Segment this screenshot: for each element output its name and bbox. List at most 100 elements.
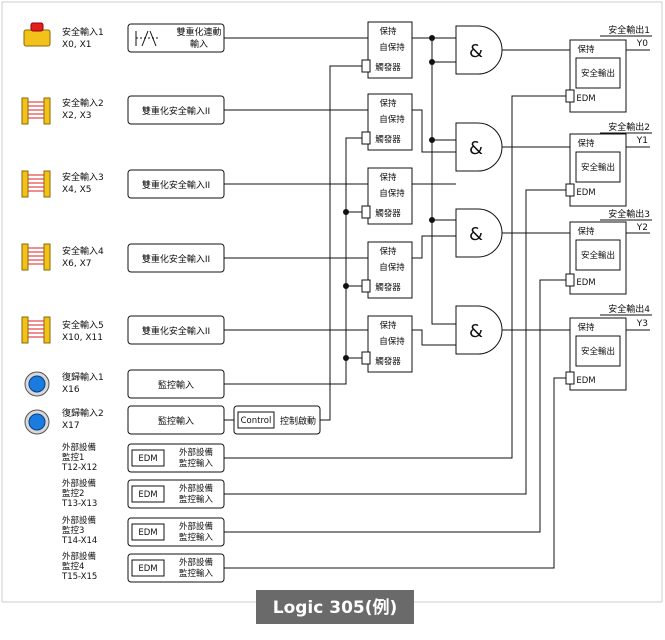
svg-text:EDM: EDM (138, 528, 157, 538)
estop-contact-icon (135, 30, 160, 47)
svg-text:自保持: 自保持 (379, 114, 405, 125)
input-name: 安全輸入4 (62, 245, 104, 257)
emergency-stop-icon (23, 22, 51, 47)
input-name: 安全輸入5 (62, 319, 104, 331)
edm-label-line: 外部設備 (62, 478, 97, 489)
edm-label-line: 監控2 (62, 488, 84, 499)
and-gate: & (455, 25, 503, 75)
and-gate: & (455, 208, 503, 258)
edm-label-line: T15-X15 (61, 572, 97, 582)
light-curtain-icon (21, 97, 51, 125)
reset-button-icon (24, 409, 50, 435)
and-gate: & (455, 122, 503, 172)
output-name: 安全輸出3 (608, 208, 650, 220)
svg-text:外部設備: 外部設備 (179, 483, 214, 494)
svg-text:&: & (469, 138, 483, 159)
edm-label-line: 外部設備 (62, 515, 97, 526)
svg-text:外部設備: 外部設備 (179, 557, 214, 568)
latch-block: 保持 自保持 觸發器 (361, 93, 413, 151)
svg-text:安全輸出: 安全輸出 (581, 68, 615, 79)
latch-block: 保持 自保持 觸發器 (361, 241, 413, 299)
svg-text:保持: 保持 (379, 26, 397, 37)
wires (224, 35, 652, 569)
edm-label-line: T12-X12 (61, 463, 97, 473)
output-name: 安全輸出2 (608, 121, 650, 133)
svg-text:保持: 保持 (577, 226, 595, 237)
svg-text:&: & (469, 41, 483, 62)
input-name: 安全輸入1 (62, 26, 104, 38)
latch-block: 保持 自保持 觸發器 (361, 21, 413, 79)
function-block-estop: 雙重化連動 輸入 (127, 23, 225, 53)
edm-block: EDM 外部設備 監控輸入 (127, 479, 225, 509)
svg-text:EDM: EDM (576, 94, 595, 104)
input-address: X10, X11 (62, 333, 103, 343)
edm-label-line: 外部設備 (62, 551, 97, 562)
svg-text:保持: 保持 (577, 44, 595, 55)
function-block-monitor: 監控輸入 (127, 369, 225, 399)
caption-text: Logic 305(例) (273, 597, 398, 618)
svg-text:監控輸入: 監控輸入 (179, 568, 214, 579)
svg-text:監控輸入: 監控輸入 (179, 494, 214, 505)
svg-text:監控輸入: 監控輸入 (158, 379, 194, 391)
svg-text:監控輸入: 監控輸入 (179, 458, 214, 469)
latch-block: 保持 自保持 觸發器 (361, 315, 413, 373)
svg-text:保持: 保持 (379, 246, 397, 257)
latch-block: 保持 自保持 觸發器 (361, 167, 413, 225)
input-name: 復歸輸入1 (62, 371, 104, 383)
svg-text:安全輸出: 安全輸出 (581, 162, 615, 173)
function-block-dual-input: 雙重化安全輸入II (127, 315, 225, 345)
output-y: Y1 (636, 136, 648, 146)
function-block-dual-input: 雙重化安全輸入II (127, 95, 225, 125)
edm-block: EDM 外部設備 監控輸入 (127, 553, 225, 583)
edm-labels: 外部設備 監控1 T12-X12 外部設備 監控2 T13-X13 外部設備 監… (61, 442, 97, 582)
function-block-dual-input: 雙重化安全輸入II (127, 243, 225, 273)
svg-text:&: & (469, 321, 483, 342)
svg-text:EDM: EDM (138, 564, 157, 574)
input-address: X2, X3 (62, 111, 92, 121)
svg-text:保持: 保持 (379, 98, 397, 109)
edm-label-line: 監控1 (62, 452, 84, 463)
function-block-monitor: 監控輸入 (127, 405, 225, 435)
svg-text:觸發器: 觸發器 (375, 208, 401, 219)
svg-text:監控輸入: 監控輸入 (179, 532, 214, 543)
svg-text:安全輸出: 安全輸出 (581, 250, 615, 261)
edm-label-line: 監控3 (62, 525, 84, 536)
diagram-frame (1, 1, 663, 603)
svg-text:外部設備: 外部設備 (179, 447, 214, 458)
light-curtain-icon (21, 170, 51, 198)
svg-text:EDM: EDM (576, 376, 595, 386)
output-name: 安全輸出1 (608, 24, 650, 36)
edm-label-line: T14-X14 (61, 536, 97, 546)
control-label: 控制啟動 (280, 415, 316, 427)
output-y: Y3 (636, 319, 648, 329)
output-block: 保持 安全輸出 EDM (565, 221, 627, 295)
output-block: 保持 安全輸出 EDM (565, 317, 627, 391)
light-curtain-icon (21, 316, 51, 344)
input-address: X17 (62, 421, 80, 431)
svg-text:自保持: 自保持 (379, 262, 405, 273)
svg-text:自保持: 自保持 (379, 42, 405, 53)
svg-text:EDM: EDM (576, 278, 595, 288)
output-block: 保持 安全輸出 EDM (565, 39, 627, 113)
input-labels: 安全輸入1 X0, X1 安全輸入2 X2, X3 安全輸入3 X4, X5 安… (62, 26, 104, 431)
input-name: 安全輸入3 (62, 171, 104, 183)
output-block: 保持 安全輸出 EDM (565, 133, 627, 207)
svg-text:雙重化安全輸入II: 雙重化安全輸入II (142, 179, 210, 191)
svg-text:觸發器: 觸發器 (375, 356, 401, 367)
output-y: Y0 (636, 39, 648, 49)
edm-label-line: 外部設備 (62, 442, 97, 453)
svg-text:外部設備: 外部設備 (179, 521, 214, 532)
svg-text:雙重化安全輸入II: 雙重化安全輸入II (142, 325, 210, 337)
svg-text:EDM: EDM (576, 188, 595, 198)
svg-text:雙重化安全輸入II: 雙重化安全輸入II (142, 253, 210, 265)
svg-text:保持: 保持 (577, 322, 595, 333)
and-gate: & (455, 305, 503, 355)
reset-button-icon (24, 371, 50, 397)
input-address: X4, X5 (62, 185, 92, 195)
svg-text:EDM: EDM (138, 490, 157, 500)
svg-text:保持: 保持 (379, 172, 397, 183)
edm-block: EDM 外部設備 監控輸入 (127, 443, 225, 473)
control-block: Control 控制啟動 (233, 405, 321, 435)
svg-text:雙重化安全輸入II: 雙重化安全輸入II (142, 105, 210, 117)
